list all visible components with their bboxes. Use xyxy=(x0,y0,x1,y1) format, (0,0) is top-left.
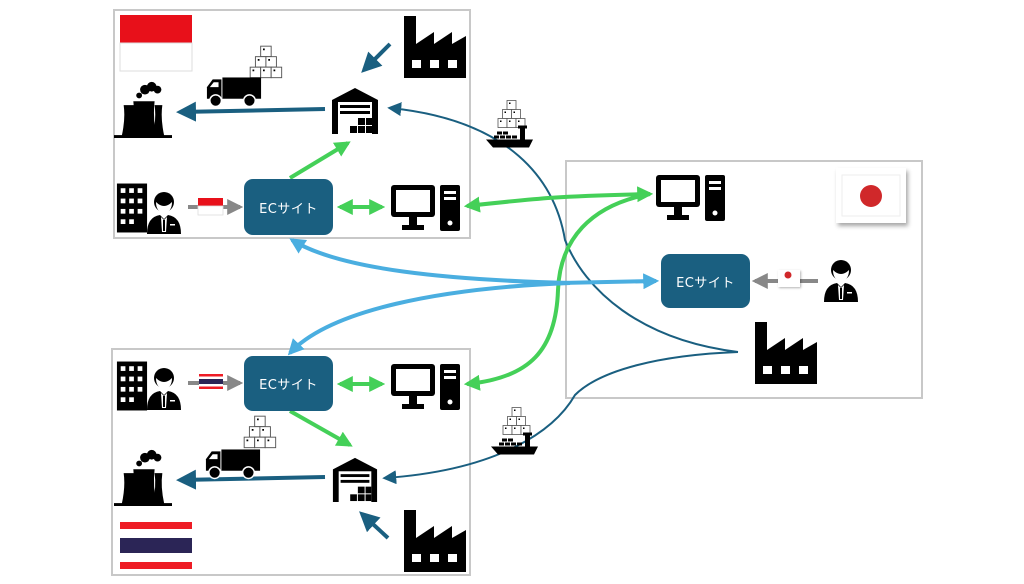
ec-site-label: ECサイト xyxy=(259,378,318,393)
ec-site-label: ECサイト xyxy=(676,275,735,291)
cargo-boxes-icon xyxy=(249,45,283,79)
cargo-ship-icon xyxy=(486,101,533,148)
ec-site-label: ECサイト xyxy=(259,201,318,217)
thailand-flag-small xyxy=(199,374,223,389)
factory-to-warehouse-arrow-th xyxy=(359,511,390,540)
warehouse-icon xyxy=(332,88,378,134)
cargo-ship-icon xyxy=(491,408,538,455)
shipping-route-thailand xyxy=(382,351,739,485)
warehouse-icon xyxy=(332,457,378,502)
factory-icon xyxy=(404,510,466,572)
businessman-icon xyxy=(147,368,181,410)
truck-icon xyxy=(206,76,262,108)
office-building-icon xyxy=(116,183,148,233)
businessman-icon xyxy=(147,192,181,234)
data-link-japan-thailand xyxy=(287,281,571,356)
data-link-to-japan-ec xyxy=(559,273,660,290)
ec-site-japan[interactable]: ECサイト xyxy=(661,254,750,308)
ec-site-indonesia[interactable]: ECサイト xyxy=(244,179,333,235)
thailand-flag xyxy=(120,522,192,569)
ec-site-thailand[interactable]: ECサイト xyxy=(244,356,333,411)
power-plant-icon xyxy=(114,81,172,138)
indonesia-flag-small xyxy=(197,198,224,216)
warehouse-to-plant-arrow-th xyxy=(176,469,326,490)
factory-icon xyxy=(755,322,817,384)
computer-icon xyxy=(391,185,460,231)
factory-to-warehouse-arrow-id xyxy=(361,42,392,73)
warehouse-to-plant-arrow-id xyxy=(176,101,326,122)
factory-icon xyxy=(404,16,466,78)
ec-to-warehouse-arrow-id xyxy=(288,141,351,180)
cargo-boxes-icon xyxy=(243,415,277,449)
japan-flag-small xyxy=(778,270,800,287)
japan-flag xyxy=(836,168,906,223)
computer-icon xyxy=(656,175,725,221)
order-link-japan-indonesia xyxy=(463,186,654,213)
order-link-japan-thailand xyxy=(463,192,651,391)
indonesia-flag xyxy=(119,15,193,72)
power-plant-icon xyxy=(114,449,172,506)
computer-icon xyxy=(391,364,460,410)
office-building-icon xyxy=(116,361,148,411)
data-link-japan-indonesia xyxy=(289,238,571,285)
truck-icon xyxy=(205,448,261,480)
ec-to-warehouse-arrow-th xyxy=(289,409,353,447)
shipping-route-indonesia xyxy=(387,102,739,353)
businessman-icon xyxy=(824,260,858,302)
